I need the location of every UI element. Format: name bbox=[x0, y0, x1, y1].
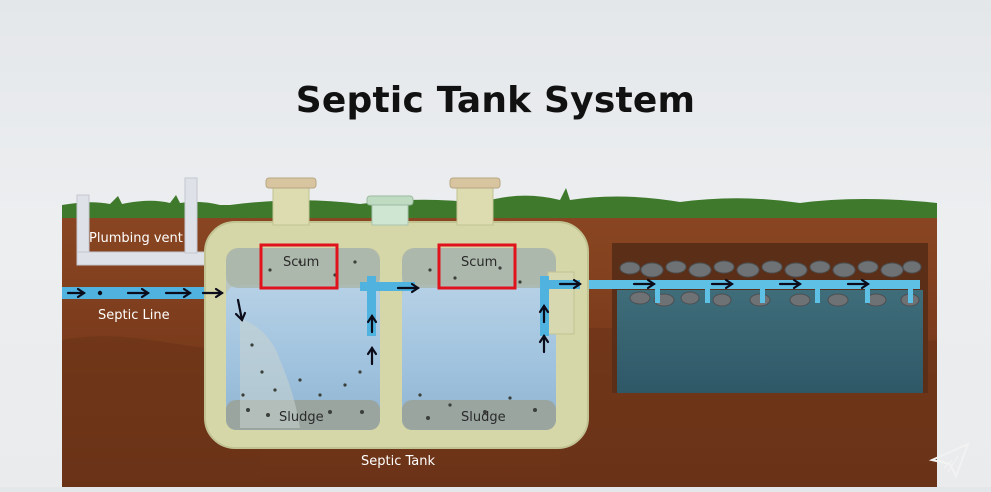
flow-arrow-icon bbox=[126, 287, 150, 299]
page-title: Septic Tank System bbox=[295, 80, 696, 121]
particles bbox=[241, 260, 537, 420]
tank-riser-right bbox=[449, 177, 501, 226]
tank-riser-middle bbox=[366, 195, 414, 226]
flow-arrow-icon bbox=[538, 304, 550, 324]
flow-arrow-icon bbox=[538, 334, 550, 354]
sludge-label-left: Sludge bbox=[279, 410, 324, 425]
septic-line-label: Septic Line bbox=[98, 308, 170, 323]
plumbing-vent-label: Plumbing vent bbox=[89, 231, 183, 246]
flow-arrow-icon bbox=[164, 287, 192, 299]
plumbing-vent bbox=[76, 177, 238, 266]
septic-line-dot bbox=[97, 290, 103, 296]
flow-arrow-icon bbox=[846, 278, 870, 290]
outlet-tee-pipe bbox=[540, 271, 580, 336]
scum-highlight-left bbox=[259, 243, 339, 290]
middle-tee-pipe bbox=[360, 276, 415, 336]
tank-riser-left bbox=[265, 177, 317, 226]
pipe-drops bbox=[655, 289, 913, 303]
scum-label-left: Scum bbox=[283, 255, 320, 270]
scum-label-right: Scum bbox=[461, 255, 498, 270]
scum-highlight-right bbox=[437, 243, 517, 290]
leach-field-water bbox=[617, 290, 923, 393]
flow-arrow-icon bbox=[710, 278, 734, 290]
gravel-layer bbox=[619, 260, 922, 307]
flow-arrow-icon bbox=[234, 298, 247, 322]
flow-arrows bbox=[66, 278, 870, 366]
flow-arrow-icon bbox=[366, 314, 378, 334]
flow-arrow-icon bbox=[66, 287, 86, 299]
brand-logo-icon bbox=[928, 442, 970, 479]
sludge-label-right: Sludge bbox=[461, 410, 506, 425]
flow-arrow-icon bbox=[201, 287, 224, 299]
flow-arrow-icon bbox=[366, 346, 378, 366]
chamber-right bbox=[402, 248, 556, 430]
flow-arrow-icon bbox=[558, 278, 582, 290]
septic-tank-label: Septic Tank bbox=[361, 454, 436, 469]
flow-arrow-icon bbox=[396, 282, 420, 294]
flow-arrow-icon bbox=[632, 278, 656, 290]
chamber-left bbox=[226, 248, 380, 430]
flow-arrow-icon bbox=[778, 278, 802, 290]
